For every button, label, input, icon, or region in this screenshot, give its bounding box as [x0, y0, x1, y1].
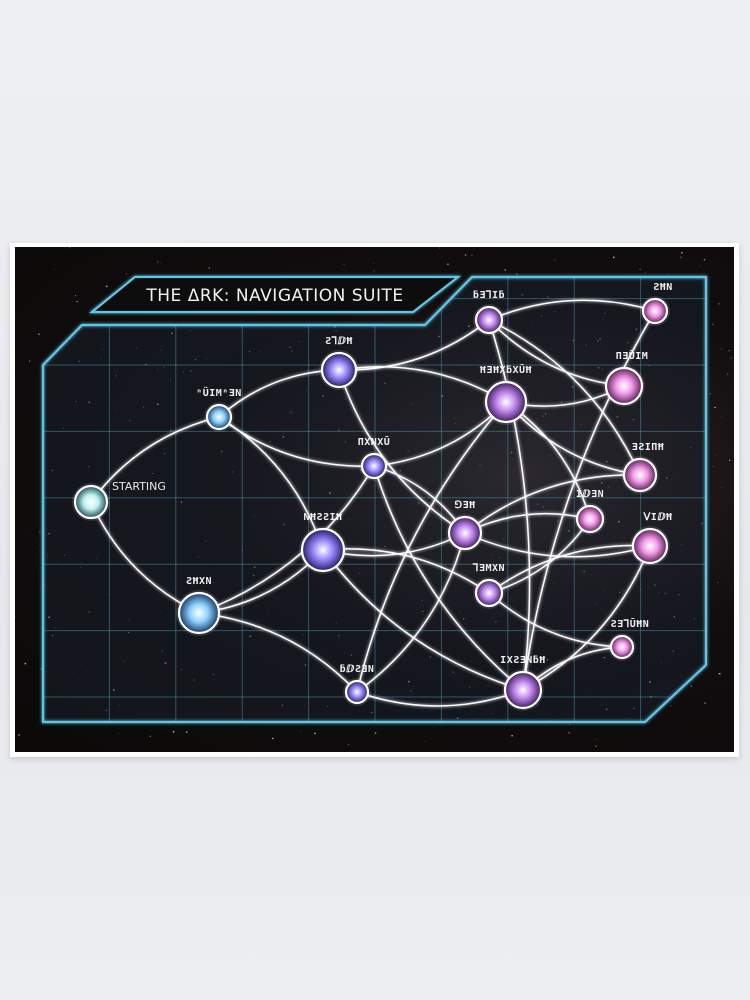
node-label: NĦƧƧIĦ — [303, 512, 342, 523]
node-label: ĦƎĦXƃXŪĦ — [480, 363, 532, 376]
node-marker[interactable] — [604, 366, 644, 406]
node-label: ⁿÜΙMⁿƎN — [196, 385, 242, 399]
route-G-I — [356, 401, 507, 693]
route-C-H — [338, 319, 490, 371]
node-marker[interactable] — [300, 527, 346, 573]
node-system[interactable]: IXƧƎNƃĦ — [500, 655, 546, 711]
node-starting[interactable]: STARTING — [72, 480, 166, 521]
node-marker[interactable] — [320, 351, 358, 389]
route-G-L — [356, 689, 524, 707]
node-label: ƎƧIΠĦ — [632, 442, 665, 453]
route-D-L — [373, 465, 524, 691]
node-marker[interactable] — [622, 457, 658, 493]
navigation-map: THE ΔRK: NAVIGATION SUITE STARTING ⁿÜΙMⁿƎ… — [15, 247, 734, 752]
node-label: ƧĦXN — [186, 576, 212, 587]
node-system[interactable]: ⅁ƎĦ — [446, 500, 484, 552]
route-F-G — [198, 612, 358, 693]
node-system[interactable]: ƧƎ⅂ŪĦN — [608, 617, 649, 661]
node-label: ⅂ƎMXN — [472, 563, 505, 574]
grid — [43, 277, 706, 722]
node-system[interactable]: ĦƎĦXƃXŪĦ — [480, 363, 532, 425]
node-label: ƧĦN — [653, 282, 673, 293]
node-marker[interactable] — [73, 484, 109, 520]
node-label: STARTING — [112, 480, 166, 493]
node-system[interactable]: ΠXNXŪ — [358, 435, 391, 481]
node-marker[interactable] — [641, 297, 669, 325]
star-systems: STARTING ⁿÜΙMⁿƎN Ƨ⅂ⅅĦ ΠXNXŪ NĦƧƧIĦ ƧĦXN ƃⅅƧƎN ƃ… — [72, 282, 673, 711]
node-system[interactable]: ƧĦXN — [176, 576, 222, 636]
node-label: ƃƎ⅂Iƃ — [473, 290, 505, 301]
route-A-B — [90, 416, 220, 503]
node-system[interactable]: ƃƎ⅂Iƃ — [473, 290, 505, 336]
route-K-R — [488, 592, 623, 648]
route-K-P — [488, 518, 591, 594]
node-marker[interactable] — [474, 305, 504, 335]
node-marker[interactable] — [575, 504, 605, 534]
route-H-O — [488, 319, 641, 476]
route-L-Q — [522, 545, 651, 691]
node-marker[interactable] — [474, 578, 504, 608]
node-system[interactable]: ƧĦN — [640, 282, 673, 326]
node-label: IⅅƎN — [576, 489, 604, 500]
route-D-F — [198, 465, 375, 614]
node-system[interactable]: NĦƧƧIĦ — [299, 512, 347, 574]
node-marker[interactable] — [177, 591, 221, 635]
node-label: ƧƎ⅂ŪĦN — [611, 617, 650, 630]
route-C-I — [338, 365, 507, 403]
route-K-Q — [488, 544, 651, 594]
node-label: ΠXNXŪ — [358, 435, 391, 448]
frame-outline — [41, 275, 708, 724]
node-system[interactable]: ƎƧIΠĦ — [621, 442, 664, 494]
node-label: ⅁ƎĦ — [454, 500, 475, 511]
node-marker[interactable] — [205, 403, 233, 431]
route-C-J — [338, 369, 466, 534]
route-G-J — [356, 532, 466, 693]
node-marker[interactable] — [447, 515, 483, 551]
node-label: ⅤIⅅĦ — [642, 512, 672, 523]
node-marker[interactable] — [360, 452, 388, 480]
node-marker[interactable] — [344, 679, 370, 705]
node-label: IXƧƎNƃĦ — [500, 655, 546, 666]
node-marker[interactable] — [484, 380, 528, 424]
route-L-M — [522, 310, 656, 691]
node-system[interactable]: ⁿÜΙMⁿƎN — [196, 385, 242, 432]
node-system[interactable]: ⅤIⅅĦ — [630, 512, 673, 566]
route-E-L — [322, 549, 524, 691]
route-J-O — [464, 474, 641, 534]
node-label: ƃⅅƧƎN — [340, 664, 375, 675]
node-system[interactable]: ΠƎŪIM — [603, 349, 648, 407]
node-system[interactable]: ƃⅅƧƎN — [340, 664, 375, 706]
route-H-M — [488, 299, 656, 321]
node-label: ΠƎŪIM — [616, 349, 649, 362]
node-system[interactable]: IⅅƎN — [574, 489, 606, 535]
node-system[interactable]: ⅂ƎMXN — [472, 563, 505, 609]
node-system[interactable]: Ƨ⅂ⅅĦ — [319, 336, 359, 390]
poster-title: THE ΔRK: NAVIGATION SUITE — [145, 286, 403, 306]
route-L-H — [488, 319, 531, 691]
node-marker[interactable] — [503, 670, 543, 710]
poster: THE ΔRK: NAVIGATION SUITE STARTING ⁿÜΙMⁿƎ… — [15, 247, 734, 752]
node-marker[interactable] — [609, 634, 635, 660]
node-marker[interactable] — [631, 527, 669, 565]
node-label: Ƨ⅂ⅅĦ — [325, 336, 353, 347]
title-box: THE ΔRK: NAVIGATION SUITE — [88, 275, 462, 314]
